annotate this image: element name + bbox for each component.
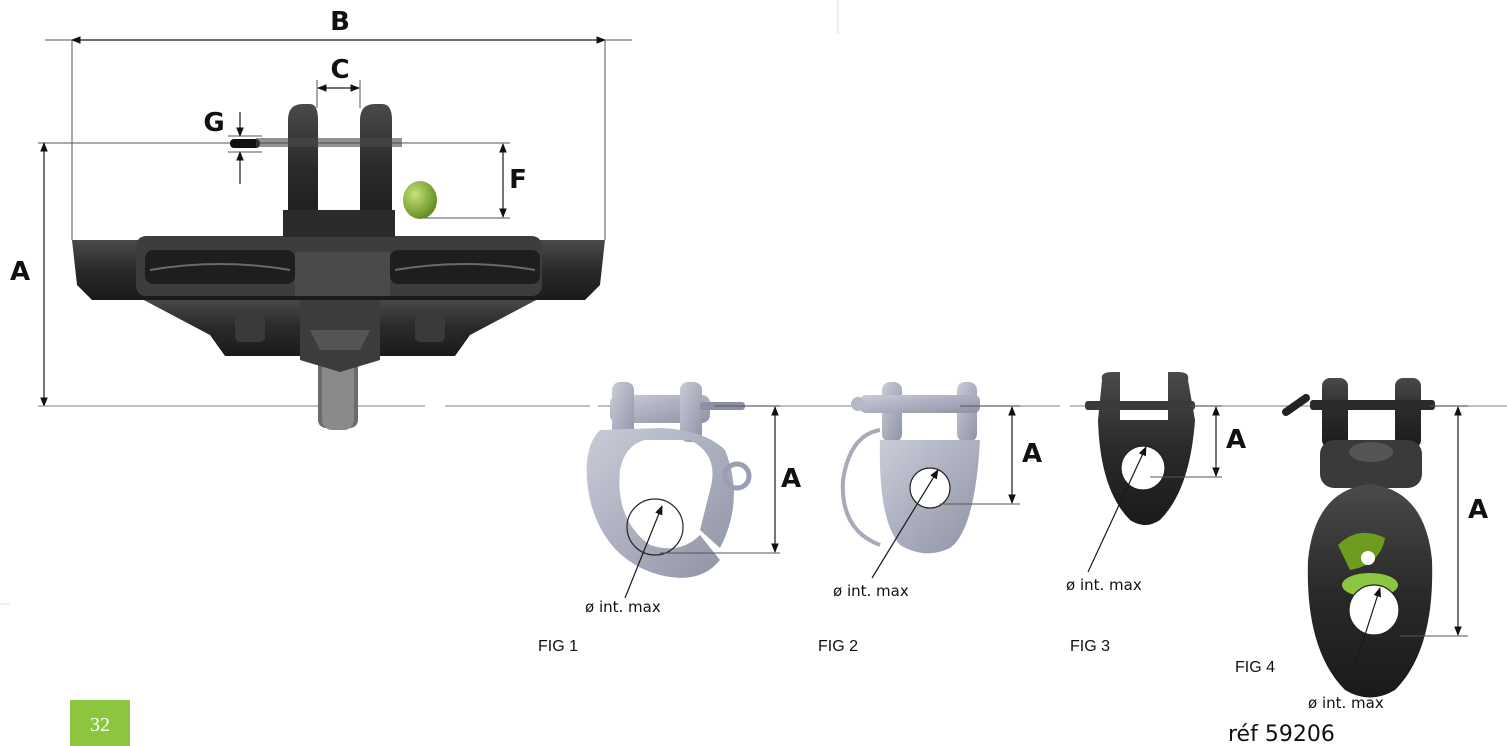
fig2-shackle: A ø int. max FIG 2	[818, 382, 1042, 655]
dim-label-c: C	[330, 55, 349, 85]
fig2-caption: ø int. max	[833, 582, 909, 600]
reference-number: réf 59206	[1228, 722, 1335, 746]
dim-label-g: G	[203, 108, 224, 138]
main-block-drawing: B C G A F	[10, 7, 1507, 430]
dim-label-b: B	[330, 7, 350, 37]
page-number-badge	[70, 700, 130, 746]
fig3-caption: ø int. max	[1066, 576, 1142, 594]
fig3-shackle: A ø int. max FIG 3	[1066, 372, 1246, 655]
fig3-dim-a: A	[1226, 425, 1246, 455]
fig1-label: FIG 1	[538, 638, 578, 655]
fig4-dim-a: A	[1468, 495, 1488, 525]
dim-label-a-main: A	[10, 257, 30, 287]
fig4-caption: ø int. max	[1308, 694, 1384, 712]
fig2-label: FIG 2	[818, 638, 858, 655]
fig1-dim-a: A	[781, 464, 801, 494]
dim-label-f: F	[509, 165, 527, 195]
fig1-snap-shackle: A ø int. max FIG 1	[538, 382, 801, 655]
fig4-label: FIG 4	[1235, 659, 1275, 676]
fig4-swivel-block: A ø int. max FIG 4	[1235, 378, 1488, 712]
page-number: 32	[90, 714, 110, 736]
fig3-label: FIG 3	[1070, 638, 1110, 655]
fig2-dim-a: A	[1022, 439, 1042, 469]
fig1-caption: ø int. max	[585, 598, 661, 616]
